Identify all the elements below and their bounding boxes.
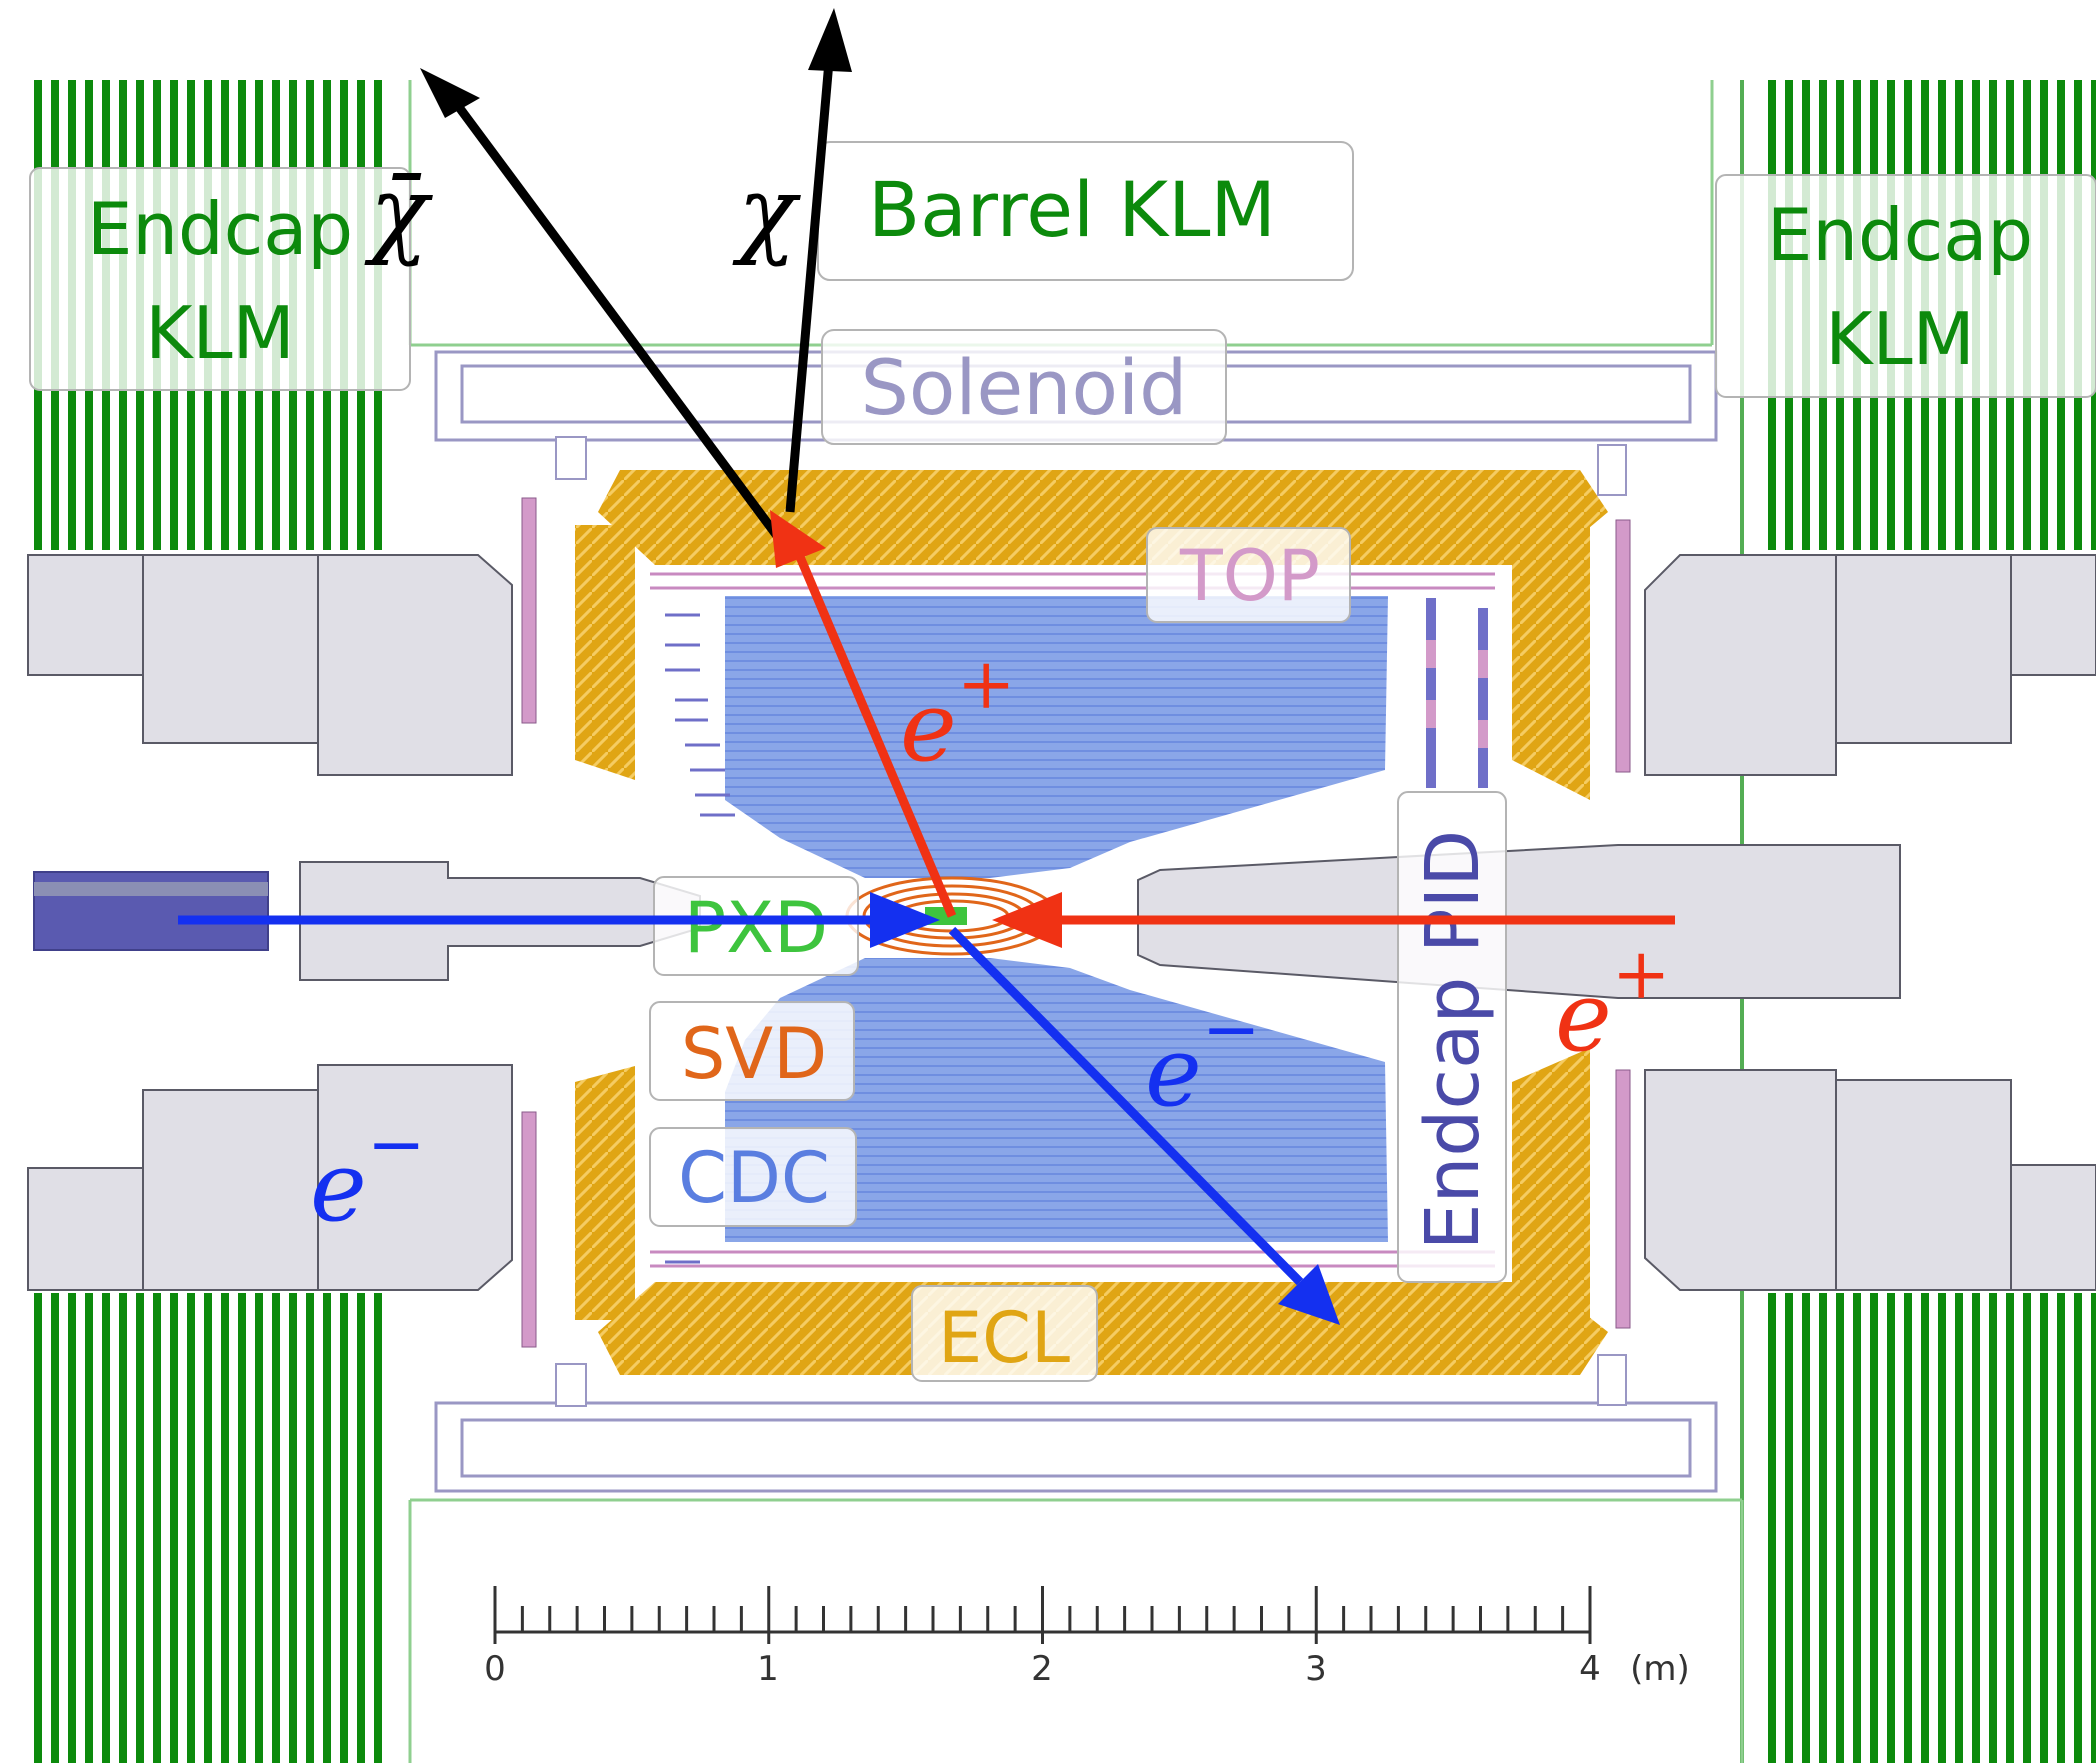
e-minus-beam-arrowhead xyxy=(870,892,940,948)
svd-label: SVD xyxy=(681,1013,827,1095)
barrel-klm-label: Barrel KLM xyxy=(868,165,1276,254)
chi-bar-track xyxy=(420,68,784,543)
ecl-calorimeter xyxy=(575,470,1608,1375)
scale-tick-label-2: 2 xyxy=(1031,1649,1053,1689)
scale-tick-label-1: 1 xyxy=(757,1649,779,1689)
scale-tick-label-0: 0 xyxy=(484,1649,506,1689)
endcap-klm-left-label-line2: KLM xyxy=(145,291,294,375)
scale-ticks xyxy=(493,1586,1592,1644)
e-plus-track-superscript: + xyxy=(957,643,1016,725)
svd-forward-marks xyxy=(665,613,735,1264)
ecl-label: ECL xyxy=(938,1297,1070,1379)
e-plus-beam-symbol: e xyxy=(1555,961,1612,1073)
scale-tick-label-3: 3 xyxy=(1305,1649,1327,1689)
label-boxes xyxy=(29,141,2096,1382)
endcap-klm-right-label-line2: KLM xyxy=(1825,297,1974,381)
e-minus-beam-label: e− xyxy=(310,1103,425,1243)
e-minus-beam-symbol: e xyxy=(310,1131,367,1243)
cdc-label: CDC xyxy=(678,1137,830,1219)
scale-unit-label: (m) xyxy=(1630,1649,1690,1689)
e-plus-beam-arrowhead xyxy=(992,892,1062,948)
endcap-pid-bars xyxy=(521,436,1631,1407)
chi-track xyxy=(785,8,852,513)
endcap-pid-label: Endcap PID xyxy=(1410,830,1496,1251)
e-minus-track-symbol: e xyxy=(1145,1016,1202,1128)
e-plus-beam-superscript: + xyxy=(1612,933,1671,1015)
e-minus-beam-track xyxy=(178,892,940,948)
e-plus-outgoing-arrowhead xyxy=(770,510,826,568)
scale-tick-label-4: 4 xyxy=(1579,1649,1601,1689)
e-minus-track-superscript: − xyxy=(1202,988,1261,1070)
chi-bar-label: χ̄ xyxy=(364,156,433,268)
solenoid-label: Solenoid xyxy=(861,343,1188,432)
top-barrel xyxy=(650,572,1495,1268)
e-minus-outgoing-arrowhead xyxy=(1278,1264,1340,1325)
chi-bar-arrowhead xyxy=(420,68,480,118)
e-minus-beam-superscript: − xyxy=(367,1103,426,1185)
beamline-magnets-left xyxy=(27,554,513,1291)
e-plus-track-label: e+ xyxy=(900,643,1015,783)
e-plus-beam-track xyxy=(992,892,1675,948)
e-minus-track-label: e− xyxy=(1145,988,1260,1128)
chi-label: χ xyxy=(732,156,801,268)
endcap-klm-left-label-line1: Endcap xyxy=(87,187,353,271)
e-minus-outgoing-track xyxy=(948,926,1340,1325)
chi-arrowhead xyxy=(808,8,852,72)
cdc-drift-chamber xyxy=(725,596,1388,1242)
e-plus-outgoing-track xyxy=(770,510,957,918)
e-plus-track-symbol: e xyxy=(900,671,957,783)
pxd-label: PXD xyxy=(684,887,828,969)
top-label: TOP xyxy=(1179,535,1320,617)
endcap-klm-right-label-line1: Endcap xyxy=(1767,193,2033,277)
e-plus-beam-label: e+ xyxy=(1555,933,1670,1073)
beamline-magnets-right xyxy=(1644,554,2096,1291)
